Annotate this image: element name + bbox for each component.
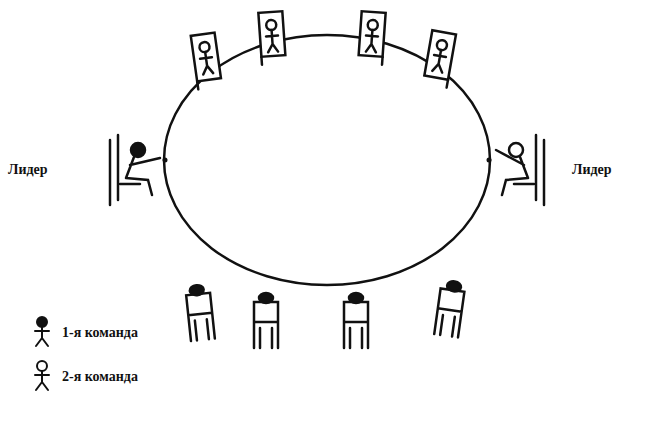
chair-team2 xyxy=(358,11,386,65)
chair-team2 xyxy=(258,11,286,65)
leader-team2 xyxy=(496,135,544,205)
chair-team2 xyxy=(423,30,456,87)
legend-label: 2-я команда xyxy=(62,369,138,386)
chair-team1 xyxy=(344,293,368,348)
chair-team1 xyxy=(185,284,215,341)
legend-icon-team2 xyxy=(35,361,49,390)
point xyxy=(163,158,168,163)
chair-team2 xyxy=(191,33,222,90)
leader-team1 xyxy=(110,135,160,205)
point xyxy=(487,158,492,163)
circle-table xyxy=(164,35,490,285)
legend-label: 1-я команда xyxy=(62,325,138,342)
legend-icon-team1 xyxy=(35,317,49,346)
leader-label: Лидер xyxy=(8,162,48,179)
chair-team1 xyxy=(254,293,278,348)
leader-label: Лидер xyxy=(572,162,612,179)
chair-team1 xyxy=(434,280,465,338)
